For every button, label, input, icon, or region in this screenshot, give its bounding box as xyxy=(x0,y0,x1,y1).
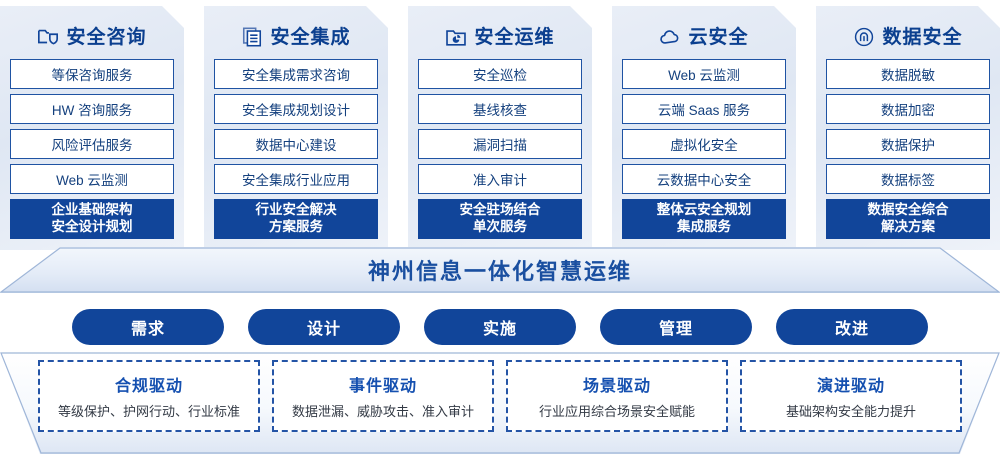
service-item[interactable]: 安全集成需求咨询 xyxy=(214,59,378,89)
highlight-line-1: 企业基础架构 xyxy=(51,202,133,218)
service-item[interactable]: 漏洞扫描 xyxy=(418,129,582,159)
service-column-cloud-security[interactable]: 云安全 Web 云监测 云端 Saas 服务 虚拟化安全 云数据中心安全 整体云… xyxy=(612,6,796,250)
phase-pill-design[interactable]: 设计 xyxy=(248,309,400,345)
column-header: 安全集成 xyxy=(214,15,378,59)
driver-title: 演进驱动 xyxy=(816,378,885,395)
platform-banner: 神州信息一体化智慧运维 xyxy=(0,247,1000,293)
service-highlight[interactable]: 企业基础架构 安全设计规划 xyxy=(10,199,174,239)
cloud-icon xyxy=(659,26,681,48)
service-item[interactable]: 云数据中心安全 xyxy=(622,164,786,194)
service-item[interactable]: 云端 Saas 服务 xyxy=(622,94,786,124)
highlight-line-2: 集成服务 xyxy=(677,219,731,234)
folder-chart-icon xyxy=(445,26,467,48)
column-title: 安全咨询 xyxy=(66,26,147,48)
banner-title: 神州信息一体化智慧运维 xyxy=(367,259,632,284)
highlight-line-1: 数据安全综合 xyxy=(867,202,949,218)
folder-shield-icon xyxy=(37,26,59,48)
service-item[interactable]: 基线核查 xyxy=(418,94,582,124)
drivers-section: 合规驱动 等级保护、护网行动、行业标准 事件驱动 数据泄漏、威胁攻击、准入审计 … xyxy=(0,352,1000,454)
service-item[interactable]: HW 咨询服务 xyxy=(10,94,174,124)
service-item[interactable]: 数据加密 xyxy=(826,94,990,124)
service-item[interactable]: 数据保护 xyxy=(826,129,990,159)
column-header: 安全咨询 xyxy=(10,15,174,59)
service-column-security-operations[interactable]: 安全运维 安全巡检 基线核查 漏洞扫描 准入审计 安全驻场结合 单次服务 xyxy=(408,6,592,250)
service-highlight[interactable]: 行业安全解决 方案服务 xyxy=(214,199,378,239)
service-item[interactable]: 数据标签 xyxy=(826,164,990,194)
fingerprint-icon xyxy=(853,26,875,48)
column-title: 安全运维 xyxy=(474,26,555,48)
highlight-line-1: 行业安全解决 xyxy=(255,202,337,218)
highlight-line-2: 解决方案 xyxy=(881,219,935,234)
highlight-line-2: 单次服务 xyxy=(473,219,527,234)
driver-title: 事件驱动 xyxy=(348,378,417,395)
driver-subtitle: 行业应用综合场景安全赋能 xyxy=(538,404,695,419)
service-column-security-consulting[interactable]: 安全咨询 等保咨询服务 HW 咨询服务 风险评估服务 Web 云监测 企业基础架… xyxy=(0,6,184,250)
service-item[interactable]: Web 云监测 xyxy=(622,59,786,89)
driver-subtitle: 基础架构安全能力提升 xyxy=(785,404,916,419)
service-item[interactable]: 等保咨询服务 xyxy=(10,59,174,89)
driver-card-evolution[interactable]: 演进驱动 基础架构安全能力提升 xyxy=(740,360,962,432)
drivers-outline xyxy=(0,352,1000,454)
column-header: 数据安全 xyxy=(826,15,990,59)
phase-pills: 需求 设计 实施 管理 改进 xyxy=(0,309,1000,349)
service-columns: 安全咨询 等保咨询服务 HW 咨询服务 风险评估服务 Web 云监测 企业基础架… xyxy=(0,6,1000,250)
service-item[interactable]: 准入审计 xyxy=(418,164,582,194)
service-item[interactable]: 数据中心建设 xyxy=(214,129,378,159)
service-item[interactable]: 安全集成规划设计 xyxy=(214,94,378,124)
driver-subtitle: 数据泄漏、威胁攻击、准入审计 xyxy=(291,404,474,419)
banner-trapezoid xyxy=(0,247,1000,293)
service-item[interactable]: Web 云监测 xyxy=(10,164,174,194)
driver-card-compliance[interactable]: 合规驱动 等级保护、护网行动、行业标准 xyxy=(38,360,260,432)
column-title: 安全集成 xyxy=(270,26,351,48)
highlight-line-1: 整体云安全规划 xyxy=(656,202,752,218)
service-highlight[interactable]: 安全驻场结合 单次服务 xyxy=(418,199,582,239)
driver-title: 合规驱动 xyxy=(114,378,183,395)
drivers-row: 合规驱动 等级保护、护网行动、行业标准 事件驱动 数据泄漏、威胁攻击、准入审计 … xyxy=(0,360,1000,440)
banner-outline xyxy=(0,247,1000,293)
service-item[interactable]: 安全巡检 xyxy=(418,59,582,89)
service-item[interactable]: 安全集成行业应用 xyxy=(214,164,378,194)
driver-title: 场景驱动 xyxy=(582,378,651,395)
phase-pill-implementation[interactable]: 实施 xyxy=(424,309,576,345)
driver-subtitle: 等级保护、护网行动、行业标准 xyxy=(57,404,240,419)
column-header: 安全运维 xyxy=(418,15,582,59)
service-column-security-integration[interactable]: 安全集成 安全集成需求咨询 安全集成规划设计 数据中心建设 安全集成行业应用 行… xyxy=(204,6,388,250)
service-column-data-security[interactable]: 数据安全 数据脱敏 数据加密 数据保护 数据标签 数据安全综合 解决方案 xyxy=(816,6,1000,250)
driver-card-scenario[interactable]: 场景驱动 行业应用综合场景安全赋能 xyxy=(506,360,728,432)
column-title: 数据安全 xyxy=(882,26,963,48)
stacked-documents-icon xyxy=(241,26,263,48)
phase-pill-improvement[interactable]: 改进 xyxy=(776,309,928,345)
service-highlight[interactable]: 整体云安全规划 集成服务 xyxy=(622,199,786,239)
column-title: 云安全 xyxy=(688,26,749,48)
highlight-line-2: 安全设计规划 xyxy=(51,219,133,234)
service-item[interactable]: 数据脱敏 xyxy=(826,59,990,89)
service-highlight[interactable]: 数据安全综合 解决方案 xyxy=(826,199,990,239)
driver-card-incident[interactable]: 事件驱动 数据泄漏、威胁攻击、准入审计 xyxy=(272,360,494,432)
highlight-line-2: 方案服务 xyxy=(269,219,323,234)
column-header: 云安全 xyxy=(622,15,786,59)
highlight-line-1: 安全驻场结合 xyxy=(459,202,541,218)
service-item[interactable]: 虚拟化安全 xyxy=(622,129,786,159)
phase-pill-management[interactable]: 管理 xyxy=(600,309,752,345)
service-item[interactable]: 风险评估服务 xyxy=(10,129,174,159)
phase-pill-requirement[interactable]: 需求 xyxy=(72,309,224,345)
